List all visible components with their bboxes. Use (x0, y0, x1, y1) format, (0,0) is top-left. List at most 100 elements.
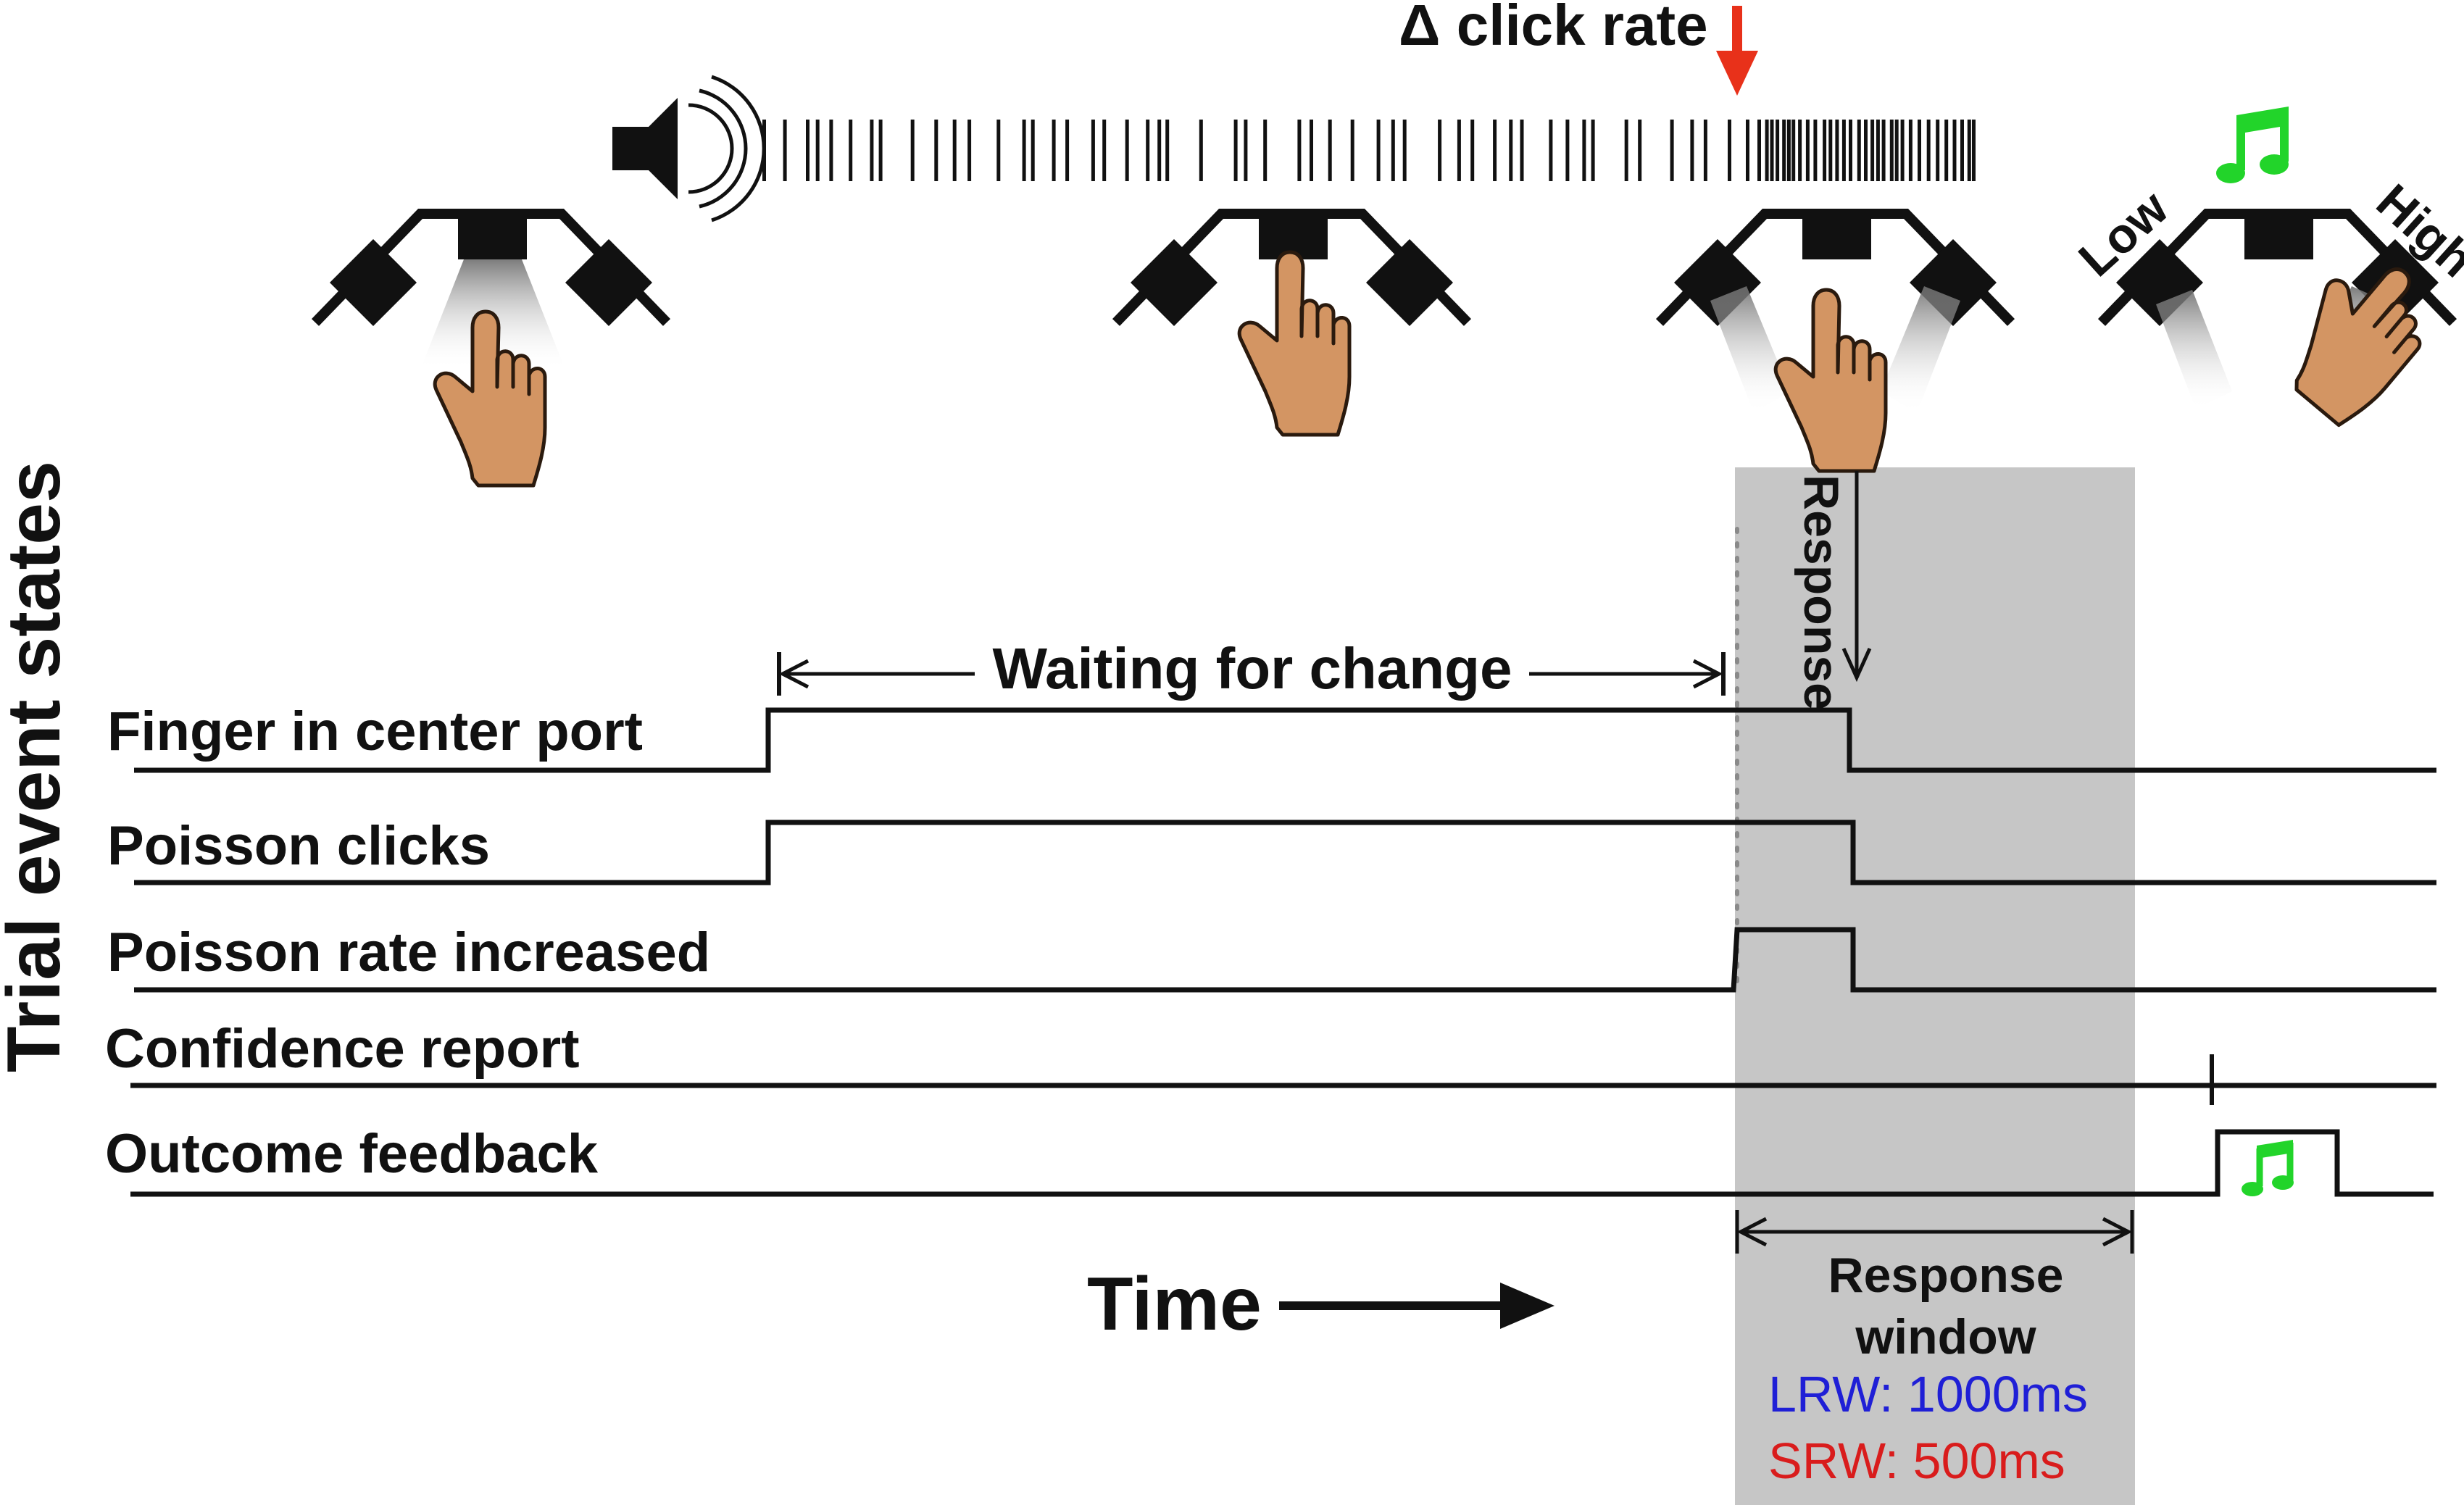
click-mark (1864, 120, 1868, 181)
click-mark (1791, 120, 1796, 181)
click-mark (1813, 120, 1818, 181)
waiting-label: Waiting for change (992, 636, 1512, 701)
click-mark (1828, 120, 1833, 181)
click-mark (910, 120, 915, 181)
click-mark (1870, 120, 1875, 181)
response-label: Response (1794, 475, 1849, 710)
click-mark (1944, 120, 1949, 181)
hand-icon (1773, 288, 1888, 473)
click-mark (1031, 120, 1035, 181)
click-mark (1146, 120, 1150, 181)
click-mark (1786, 120, 1791, 181)
port-state-waiting (1112, 209, 1472, 437)
click-mark (996, 120, 1001, 181)
click-mark (829, 120, 833, 181)
change-label: Δ click rate (1399, 0, 1708, 57)
click-mark (1091, 120, 1095, 181)
hand-icon (2294, 267, 2422, 428)
click-mark (1065, 120, 1070, 181)
click-mark (1967, 120, 1971, 181)
click-mark (1770, 120, 1774, 181)
click-mark (1624, 120, 1628, 181)
click-mark (1757, 120, 1761, 181)
click-mark (1876, 120, 1880, 181)
click-mark (1102, 120, 1107, 181)
click-mark (762, 120, 766, 181)
click-mark (1438, 120, 1442, 181)
click-mark (870, 120, 874, 181)
signal-label-clicks: Poisson clicks (107, 815, 490, 877)
click-mark (1936, 120, 1940, 181)
click-mark (1670, 120, 1674, 181)
click-mark (1918, 120, 1921, 181)
click-mark (1591, 120, 1595, 181)
signal-label-rate: Poisson rate increased (107, 922, 710, 983)
click-mark (1520, 120, 1524, 181)
response-window-line2: window (1855, 1309, 2036, 1364)
click-mark (1805, 120, 1810, 181)
click-mark (1900, 120, 1905, 181)
click-mark (1391, 120, 1395, 181)
click-mark (1889, 120, 1894, 181)
click-mark (1165, 120, 1170, 181)
click-mark (1297, 120, 1302, 181)
click-mark (1376, 120, 1381, 181)
click-mark (934, 120, 938, 181)
click-mark (1244, 120, 1248, 181)
trace-finger (134, 707, 2436, 773)
click-mark (1849, 120, 1852, 181)
hand-icon (1237, 250, 1352, 437)
feedback-note-icon (2242, 1140, 2294, 1196)
time-label: Time (1087, 1262, 1262, 1346)
trace-rate (134, 927, 2436, 993)
srw-label: SRW: 500ms (1768, 1433, 2065, 1489)
click-mark (1908, 120, 1912, 181)
click-mark (1582, 120, 1586, 181)
click-mark (1841, 120, 1846, 181)
click-mark (1052, 120, 1056, 181)
click-mark (849, 120, 853, 181)
click-mark (878, 120, 883, 181)
click-mark (1549, 120, 1553, 181)
click-mark (1782, 120, 1786, 181)
click-mark (1765, 120, 1769, 181)
click-mark (1233, 120, 1238, 181)
click-mark (1690, 120, 1694, 181)
port-state-center-poke (311, 209, 671, 488)
change-arrow-icon (1716, 6, 1758, 96)
click-mark (1199, 120, 1203, 181)
click-mark (1776, 120, 1780, 181)
click-mark (1157, 120, 1162, 181)
hand-icon (433, 309, 547, 488)
response-window-shade (1735, 467, 2135, 1505)
click-mark (1350, 120, 1354, 181)
speaker-icon (612, 75, 766, 222)
click-mark (1263, 120, 1268, 181)
trace-outcome (130, 1129, 2434, 1197)
waiting-interval-arrow (777, 652, 1726, 696)
click-mark (1328, 120, 1332, 181)
port-state-confidence: Low High (2068, 107, 2464, 428)
click-mark (1960, 120, 1964, 181)
click-mark (1728, 120, 1731, 181)
port-state-response (1655, 209, 2015, 473)
click-mark (1565, 120, 1570, 181)
click-mark (1703, 120, 1707, 181)
click-mark (1798, 120, 1802, 181)
click-mark (1857, 120, 1861, 181)
lrw-label: LRW: 1000ms (1768, 1366, 2088, 1422)
signal-label-finger: Finger in center port (107, 701, 643, 762)
click-mark (1835, 120, 1839, 181)
response-arrow (1841, 471, 1872, 683)
click-mark (1310, 120, 1313, 181)
click-mark (815, 120, 820, 181)
click-mark (1972, 120, 1976, 181)
click-mark (1926, 120, 1931, 181)
click-mark (1881, 120, 1886, 181)
click-mark (1402, 120, 1407, 181)
click-mark (1823, 120, 1827, 181)
click-mark (1952, 120, 1957, 181)
y-axis-label: Trial event states (0, 461, 76, 1072)
time-arrow (1279, 1283, 1554, 1329)
